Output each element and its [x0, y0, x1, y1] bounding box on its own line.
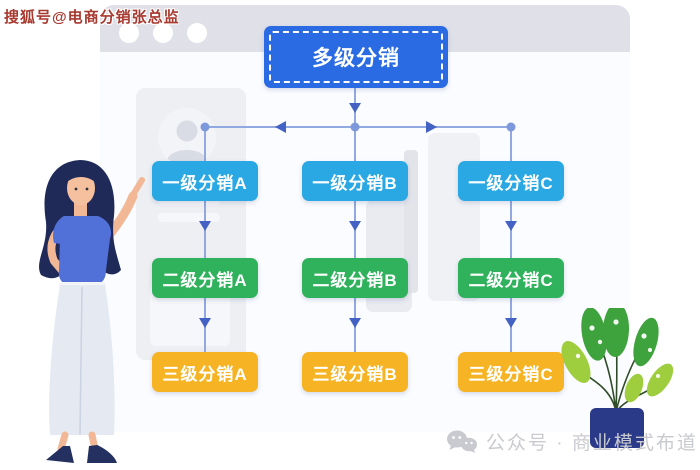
window-control-dot-icon [187, 23, 207, 43]
node-level2-c[interactable]: 二级分销C [458, 258, 564, 298]
window-control-dot-icon [153, 23, 173, 43]
footer-caption-text: 公众号 · 商业模式布道 [486, 433, 698, 454]
node-level1-a[interactable]: 一级分销A [152, 161, 258, 201]
node-label: 二级分销B [312, 270, 398, 290]
skeleton-bar [158, 213, 220, 222]
node-label: 三级分销B [312, 364, 398, 384]
node-level1-c[interactable]: 一级分销C [458, 161, 564, 201]
potted-plant-illustration [561, 308, 674, 448]
node-level3-c[interactable]: 三级分销C [458, 352, 564, 392]
node-label: 一级分销C [468, 173, 554, 193]
node-label: 二级分销C [468, 270, 554, 290]
window-control-dot-icon [119, 23, 139, 43]
watermark-text: 搜狐号@电商分销张总监 [4, 9, 180, 26]
node-label: 三级分销A [162, 364, 248, 384]
node-level2-a[interactable]: 二级分销A [152, 258, 258, 298]
node-level3-b[interactable]: 三级分销B [302, 352, 408, 392]
root-node-multilevel[interactable]: 多级分销 [264, 26, 448, 88]
woman-pointing-illustration [39, 160, 145, 463]
node-label: 一级分销A [162, 173, 248, 193]
node-label: 一级分销B [312, 173, 398, 193]
person-avatar-icon [158, 108, 216, 166]
node-level3-a[interactable]: 三级分销A [152, 352, 258, 392]
node-level2-b[interactable]: 二级分销B [302, 258, 408, 298]
root-node-label: 多级分销 [312, 47, 400, 70]
root-node-dashed-border [269, 31, 443, 83]
node-label: 三级分销C [468, 364, 554, 384]
wechat-icon [447, 430, 477, 453]
node-label: 二级分销A [162, 270, 248, 290]
node-level1-b[interactable]: 一级分销B [302, 161, 408, 201]
footer-caption: 公众号 · 商业模式布道 [446, 428, 698, 455]
